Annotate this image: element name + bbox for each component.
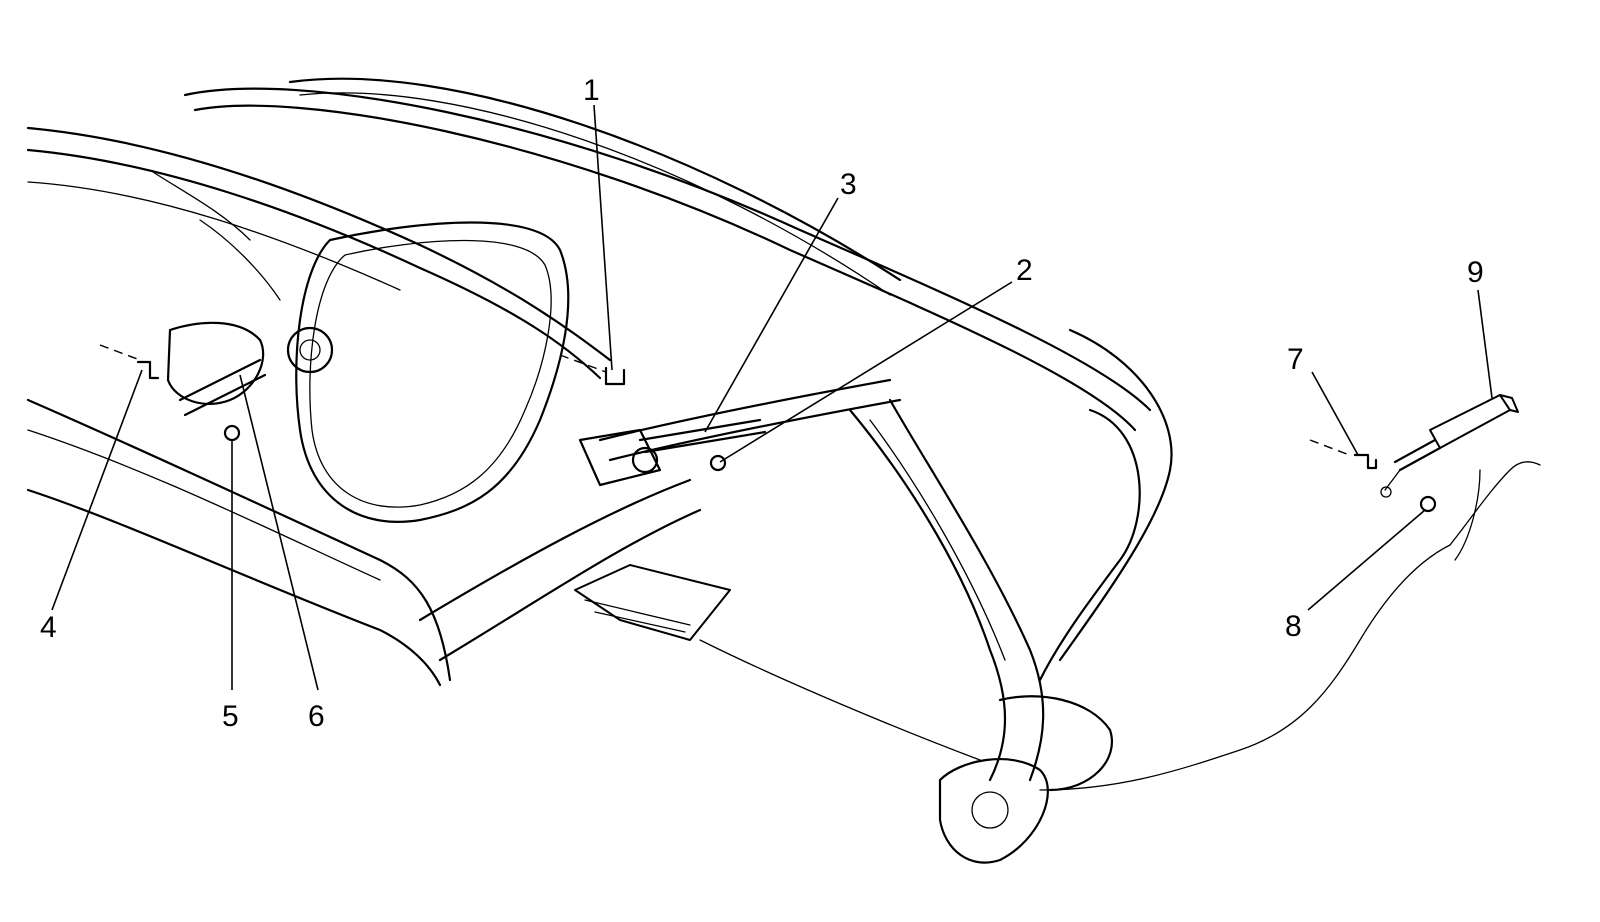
callout-6: 6	[308, 700, 325, 733]
callout-1: 1	[583, 74, 600, 107]
top-frame-linework	[26, 77, 1541, 864]
fastener-clip-1	[604, 366, 626, 386]
callout-labels: 1 2 3 4 5 6 7 8 9	[40, 74, 1484, 733]
callout-3: 3	[840, 168, 857, 201]
fastener-bolt-2	[709, 454, 727, 472]
fastener-bolt-8	[1419, 495, 1437, 513]
fastener-clip-4	[136, 360, 160, 380]
callout-8: 8	[1285, 610, 1302, 643]
callout-2: 2	[1016, 254, 1033, 287]
callout-4: 4	[40, 611, 57, 644]
fastener-bolt-5	[223, 424, 241, 442]
fastener-clip-7	[1353, 453, 1378, 470]
callout-5: 5	[222, 700, 239, 733]
leader-lines	[51, 104, 1493, 691]
alignment-lines	[99, 344, 1353, 457]
callout-7: 7	[1287, 343, 1304, 376]
callout-9: 9	[1467, 256, 1484, 289]
actuator-assembly	[1380, 394, 1519, 498]
